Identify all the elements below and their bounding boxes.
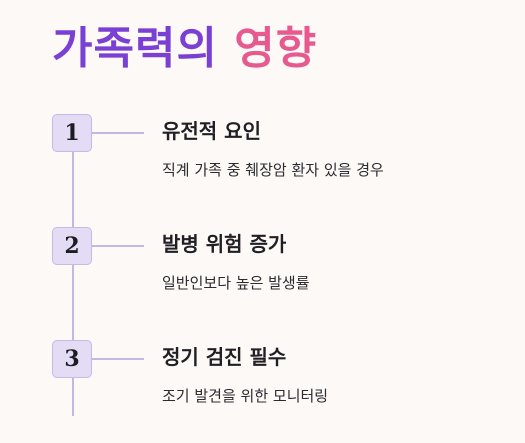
step-title: 발병 위험 증가 bbox=[162, 232, 287, 256]
page-title: 가족력의 영향 bbox=[52, 18, 317, 80]
step-number-badge: 3 bbox=[52, 340, 92, 378]
step-title: 정기 검진 필수 bbox=[162, 345, 287, 369]
timeline-line bbox=[72, 136, 74, 416]
step-description: 조기 발견을 위한 모니터링 bbox=[162, 387, 329, 405]
timeline-step: 2 발병 위험 증가 일반인보다 높은 발생률 bbox=[0, 227, 525, 317]
step-description: 일반인보다 높은 발생률 bbox=[162, 274, 310, 292]
step-description: 직계 가족 중 췌장암 환자 있을 경우 bbox=[162, 161, 384, 179]
timeline-step: 1 유전적 요인 직계 가족 중 췌장암 환자 있을 경우 bbox=[0, 114, 525, 204]
step-title: 유전적 요인 bbox=[162, 119, 261, 143]
step-number-badge: 2 bbox=[52, 227, 92, 265]
step-connector bbox=[92, 132, 144, 134]
step-connector bbox=[92, 358, 144, 360]
timeline-step: 3 정기 검진 필수 조기 발견을 위한 모니터링 bbox=[0, 340, 525, 430]
step-number-badge: 1 bbox=[52, 114, 92, 152]
step-connector bbox=[92, 245, 144, 247]
title-part-accent: 영향 bbox=[234, 23, 318, 74]
title-part-primary: 가족력의 bbox=[52, 23, 218, 74]
